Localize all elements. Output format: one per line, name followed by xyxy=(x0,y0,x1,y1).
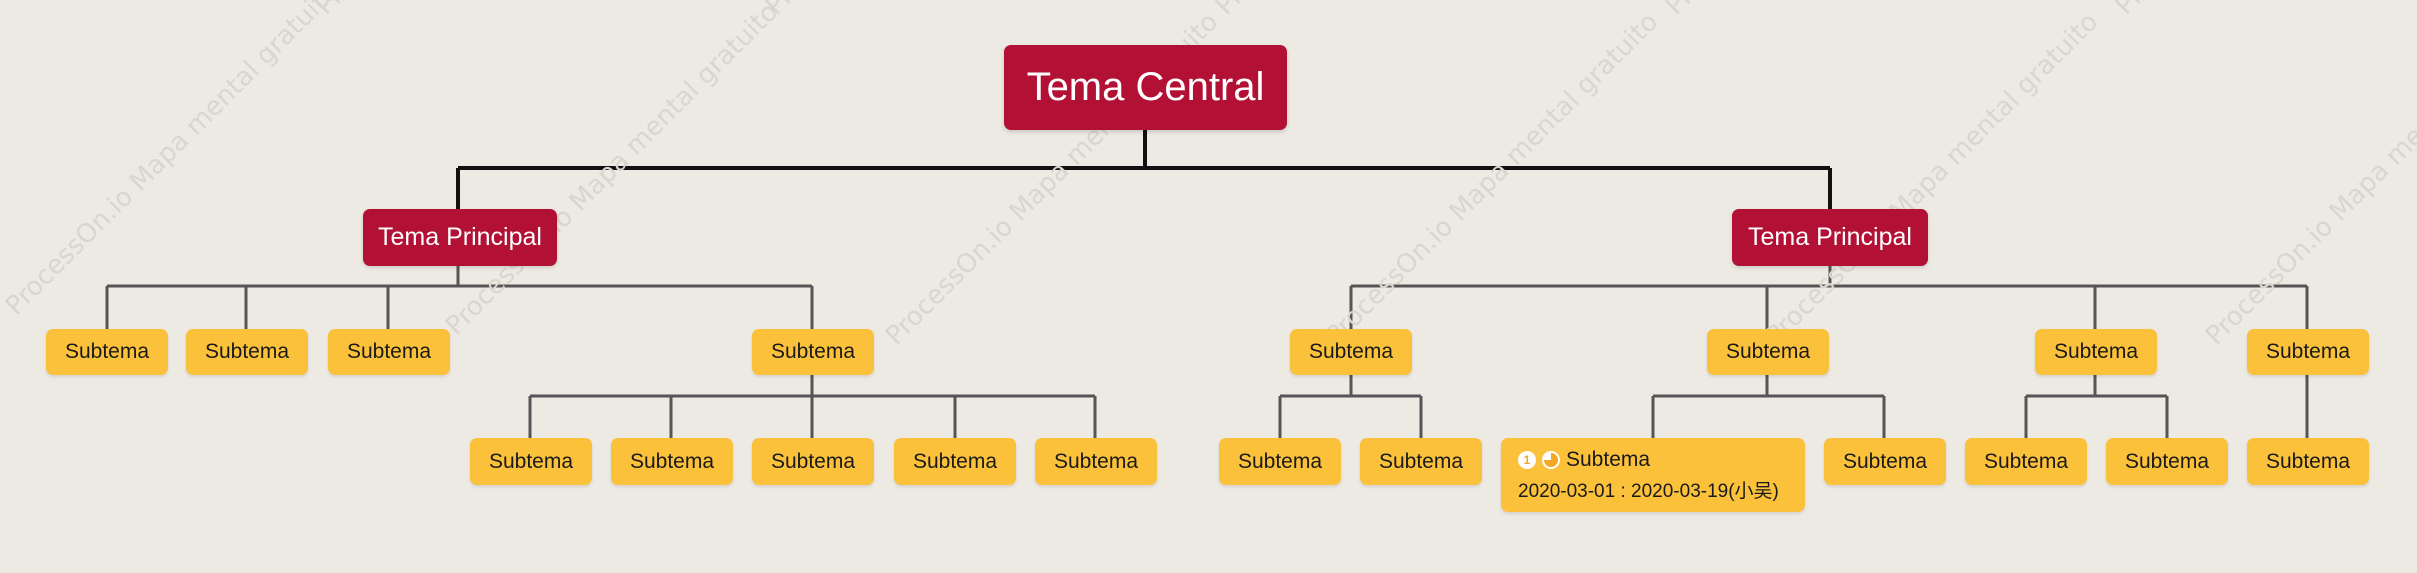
priority-1-icon: 1 xyxy=(1518,450,1536,469)
subtopic[interactable]: Subtema xyxy=(752,329,874,375)
subtopic[interactable]: Subtema xyxy=(1965,438,2087,485)
task-header: 1 Subtema xyxy=(1518,448,1650,472)
subtopic[interactable]: Subtema xyxy=(1219,438,1341,485)
subtopic[interactable]: Subtema xyxy=(752,438,874,485)
subtopic[interactable]: Subtema xyxy=(611,438,733,485)
subtopic[interactable]: Subtema xyxy=(1824,438,1946,485)
central-topic[interactable]: Tema Central xyxy=(1004,45,1287,130)
subtopic[interactable]: Subtema xyxy=(46,329,168,375)
subtopic[interactable]: Subtema xyxy=(2035,329,2157,375)
subtopic[interactable]: Subtema xyxy=(1035,438,1157,485)
main-topic-left[interactable]: Tema Principal xyxy=(363,209,557,266)
connector-right-sub3-children xyxy=(2024,375,2169,438)
subtopic[interactable]: Subtema xyxy=(470,438,592,485)
subtopic[interactable]: Subtema xyxy=(186,329,308,375)
subtopic-label: Subtema xyxy=(1566,447,1651,471)
connector-right-sub2-children xyxy=(1651,375,1886,438)
connector-right-sub1-children xyxy=(1278,375,1423,438)
subtopic[interactable]: Subtema xyxy=(894,438,1016,485)
main-topic-right[interactable]: Tema Principal xyxy=(1732,209,1928,266)
connector-left-deep-children xyxy=(528,375,1097,438)
connector-right-main-children xyxy=(1349,266,2309,329)
connector-left-main-children xyxy=(105,266,814,329)
task-dates: 2020-03-01 : 2020-03-19(小吴) xyxy=(1518,480,1779,502)
connector-central-to-main xyxy=(456,130,1832,209)
subtopic[interactable]: Subtema xyxy=(1290,329,1412,375)
subtopic[interactable]: Subtema xyxy=(1360,438,1482,485)
subtopic[interactable]: Subtema xyxy=(1707,329,1829,375)
subtopic[interactable]: Subtema xyxy=(2247,438,2369,485)
subtopic-task[interactable]: 1 Subtema 2020-03-01 : 2020-03-19(小吴) xyxy=(1501,438,1805,512)
progress-pie-icon xyxy=(1542,450,1560,469)
subtopic[interactable]: Subtema xyxy=(2106,438,2228,485)
subtopic[interactable]: Subtema xyxy=(2247,329,2369,375)
subtopic[interactable]: Subtema xyxy=(328,329,450,375)
